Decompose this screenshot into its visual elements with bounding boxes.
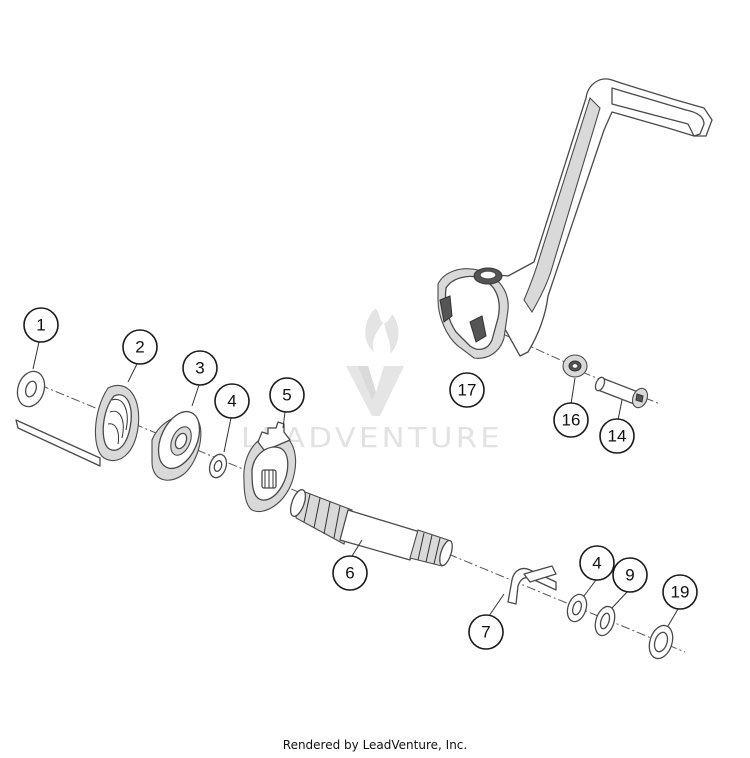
callout-4-second: 4: [579, 545, 615, 581]
part-1-washer: [16, 370, 46, 408]
callout-4-label: 4: [227, 392, 236, 411]
callout-17-label: 17: [458, 381, 477, 400]
callout-6: 6: [332, 555, 368, 591]
part-4-washer-second: [566, 593, 588, 623]
footer-credit: Rendered by LeadVenture, Inc.: [282, 738, 468, 752]
exploded-parts-diagram: LEADVENTURE: [15, 78, 713, 660]
callout-4: 4: [214, 383, 250, 419]
part-3-spring-guide: [151, 410, 202, 481]
callout-1-label: 1: [36, 316, 45, 335]
part-2-spring: [15, 385, 140, 467]
callout-9-label: 9: [625, 566, 634, 585]
callout-2-label: 2: [135, 338, 144, 357]
callout-19: 19: [662, 574, 698, 610]
callout-5: 5: [269, 377, 305, 413]
part-16-bushing: [562, 354, 588, 378]
part-4-washer: [208, 453, 228, 479]
callout-1: 1: [23, 307, 59, 343]
callout-leader-lines: [32, 341, 679, 627]
callout-3: 3: [182, 350, 218, 386]
callout-6-label: 6: [345, 564, 354, 583]
callout-17: 17: [449, 372, 485, 408]
callout-3-label: 3: [195, 359, 204, 378]
callout-7-label: 7: [481, 623, 490, 642]
callout-2: 2: [122, 329, 158, 365]
callout-7: 7: [468, 614, 504, 650]
part-7-clip: [507, 565, 557, 605]
callout-14-label: 14: [608, 427, 627, 446]
part-14-bolt: [594, 376, 649, 409]
part-6-kickstart-shaft: [289, 489, 453, 567]
callout-16-label: 16: [562, 411, 581, 430]
part-17-kickstart-lever: [437, 78, 713, 359]
callout-5-label: 5: [282, 386, 291, 405]
part-9-washer: [594, 605, 616, 637]
callout-4-second-label: 4: [592, 554, 601, 573]
callout-9: 9: [612, 557, 648, 593]
callout-19-label: 19: [671, 583, 690, 602]
part-5-kickstart-gear: [243, 421, 297, 512]
part-19-circlip: [648, 624, 674, 660]
callout-14: 14: [599, 418, 635, 454]
callout-16: 16: [553, 402, 589, 438]
